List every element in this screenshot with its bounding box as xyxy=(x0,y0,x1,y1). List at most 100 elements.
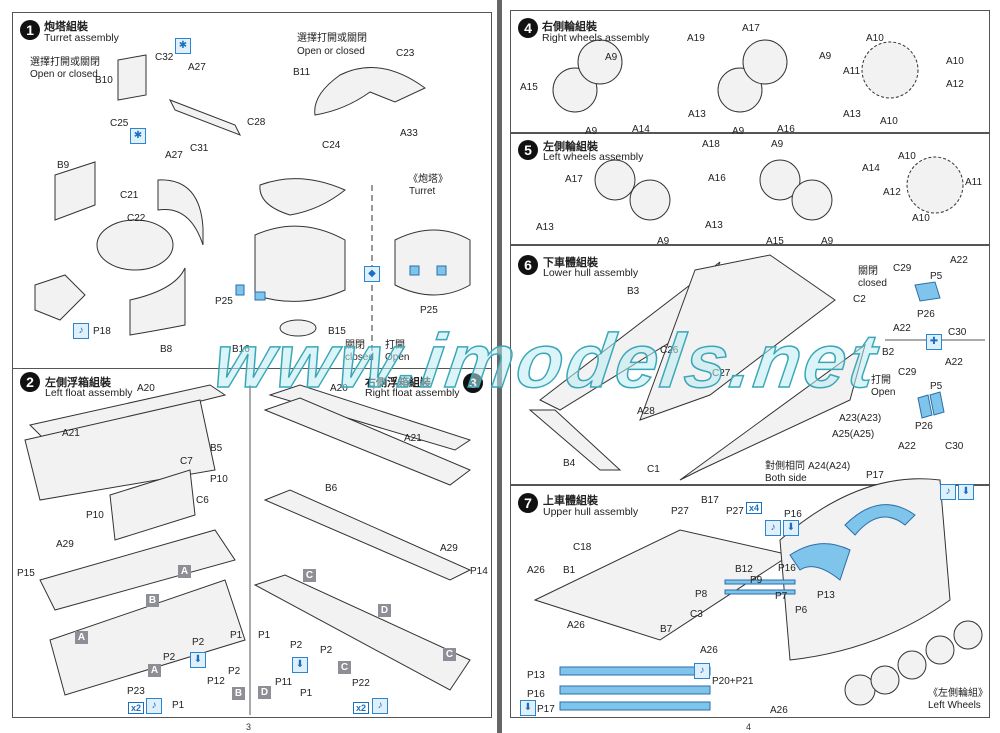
part-label: P17 xyxy=(866,470,884,481)
step2-3-panel xyxy=(12,368,492,718)
part-label: A23(A23) xyxy=(839,413,882,424)
part-label: C3 xyxy=(690,609,703,620)
road-wheel xyxy=(629,179,671,221)
sub-assembly-marker: C xyxy=(303,569,316,582)
gun-barrel-part xyxy=(168,99,242,136)
part-label: B11 xyxy=(293,67,311,78)
part-label: B3 xyxy=(627,286,640,297)
part-label: Open or closed xyxy=(297,46,365,57)
part-label: B2 xyxy=(882,347,895,358)
part-label: A10 xyxy=(912,213,930,224)
part-label: P10 xyxy=(86,510,104,521)
part-label: P2 xyxy=(290,640,303,651)
float-box-part xyxy=(109,469,196,541)
photo-etch-p16 xyxy=(789,543,851,581)
turret-body-part xyxy=(254,225,346,302)
road-wheel xyxy=(925,635,955,665)
step7-number-badge: 7 xyxy=(518,493,538,513)
paint-icon: ✱ xyxy=(175,38,191,54)
step4-number-badge: 4 xyxy=(518,18,538,38)
sub-assembly-marker: C xyxy=(338,661,351,674)
sub-assembly-marker: A xyxy=(178,565,191,578)
part-label: C24 xyxy=(322,140,341,151)
part-label: C28 xyxy=(247,117,266,128)
turret-body-part xyxy=(394,229,471,296)
photo-etch-strip-p13 xyxy=(559,666,711,676)
step4-panel xyxy=(510,10,990,134)
part-label: B12 xyxy=(735,564,753,575)
part-label: P2 xyxy=(163,652,176,663)
sprocket-wheel xyxy=(906,156,964,214)
float-part xyxy=(24,399,216,501)
part-label: C29 xyxy=(898,367,917,378)
part-label: A16 xyxy=(708,173,726,184)
part-label: P27 xyxy=(726,506,744,517)
part-label: P26 xyxy=(917,309,935,320)
part-label: A10 xyxy=(866,33,884,44)
part-label: A16 xyxy=(777,124,795,135)
part-label: C26 xyxy=(660,345,679,356)
hull-side-part xyxy=(679,343,866,481)
part-label: P13 xyxy=(817,590,835,601)
arrow-down-icon: ⬇ xyxy=(520,700,536,716)
part-label: Open or closed xyxy=(30,69,98,80)
step1-title-chinese: 炮塔組裝 xyxy=(44,21,88,33)
step3-number-badge: 3 xyxy=(463,373,483,393)
upper-hull-rear xyxy=(779,478,951,661)
part-label: B1 xyxy=(563,565,576,576)
photo-etch-p25 xyxy=(409,265,420,276)
photo-etch-p17 xyxy=(844,504,916,536)
arrow-down-icon: ⬇ xyxy=(958,484,974,500)
photo-etch-p25 xyxy=(235,284,245,296)
part-label: A11 xyxy=(965,177,983,188)
part-label: C27 xyxy=(712,368,731,379)
part-label: 關閉 xyxy=(345,340,365,351)
float-bottom-part xyxy=(39,529,236,611)
part-label: A22 xyxy=(898,441,916,452)
part-label: C22 xyxy=(127,213,146,224)
part-label: P9 xyxy=(750,575,763,586)
step3-title: Right float assembly xyxy=(365,387,460,399)
part-label: P14 xyxy=(470,566,488,577)
part-label: C29 xyxy=(893,263,912,274)
sub-assembly-marker: A xyxy=(75,631,88,644)
part-label: P16 xyxy=(527,689,545,700)
float-keel-part xyxy=(49,579,246,696)
part-label: P1 xyxy=(258,630,271,641)
page-gutter xyxy=(497,0,502,733)
part-label: P2 xyxy=(192,637,205,648)
part-label: P1 xyxy=(300,688,313,699)
part-label: A12 xyxy=(883,187,901,198)
part-label: C2 xyxy=(853,294,866,305)
part-label: P5 xyxy=(930,271,943,282)
part-label: P8 xyxy=(695,589,708,600)
part-label: A27 xyxy=(188,62,206,73)
part-label: A17 xyxy=(565,174,583,185)
step1-number-badge: 1 xyxy=(20,20,40,40)
part-label: C7 xyxy=(180,456,193,467)
part-label: C1 xyxy=(647,464,660,475)
part-label: A9 xyxy=(657,236,670,247)
part-label: A22 xyxy=(945,357,963,368)
page-number-right: 4 xyxy=(746,722,752,732)
part-label: A11 xyxy=(843,66,861,77)
float-bottom-part xyxy=(263,489,472,581)
part-label: A10 xyxy=(898,151,916,162)
part-label: 《左側輪組》 xyxy=(928,688,988,699)
part-label: A15 xyxy=(520,82,538,93)
road-wheel xyxy=(953,620,983,650)
sprocket-wheel xyxy=(861,41,919,99)
part-label: 打開 xyxy=(871,375,891,386)
part-label: A28 xyxy=(637,406,655,417)
turret-ring-part xyxy=(96,219,174,271)
step7-title-chinese: 上車體組裝 xyxy=(543,495,598,507)
step4-title-chinese: 右側輪組裝 xyxy=(542,21,597,33)
road-wheel xyxy=(844,674,876,706)
photo-etch-p26 xyxy=(914,281,941,302)
glue-icon: ♪ xyxy=(694,663,710,679)
part-label: B9 xyxy=(57,160,70,171)
part-label: C6 xyxy=(196,495,209,506)
float-part xyxy=(263,397,471,486)
glue-icon: ♪ xyxy=(372,698,388,714)
road-wheel xyxy=(594,159,636,201)
